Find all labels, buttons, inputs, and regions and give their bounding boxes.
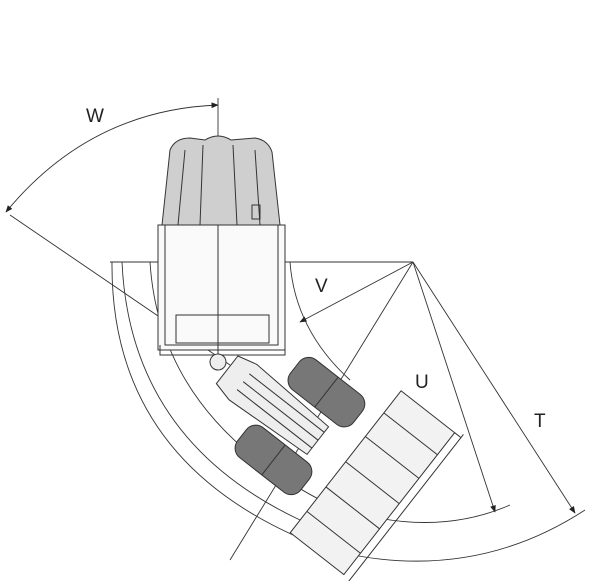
front-frame: [209, 353, 464, 581]
label-v: V: [315, 276, 328, 297]
u-radius-line: [412, 261, 496, 513]
rear-frame: [157, 135, 286, 356]
bucket: [289, 390, 464, 581]
label-t: T: [534, 411, 546, 432]
label-w: W: [86, 106, 104, 127]
mid-arc: [121, 261, 301, 521]
t-radius-line: [412, 261, 576, 514]
inner-arc: [289, 261, 351, 381]
label-u: U: [415, 372, 429, 393]
v-radius-line: [299, 261, 414, 323]
w-arc: [5, 102, 219, 213]
